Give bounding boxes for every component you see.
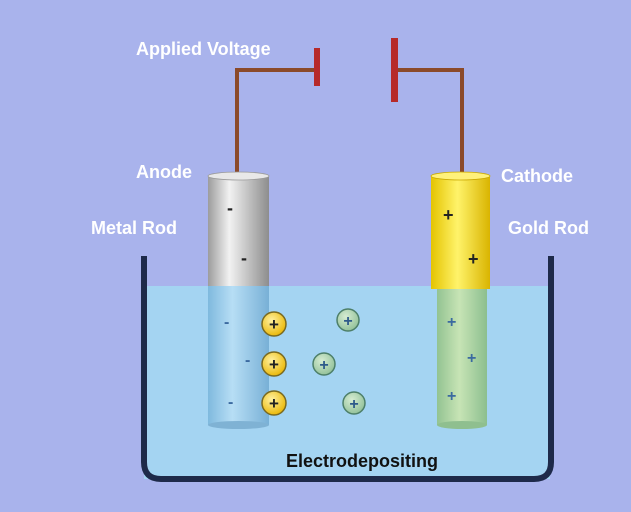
anode-charge-3: - <box>224 314 229 331</box>
gold-ion-charge: + <box>319 357 328 374</box>
gold-ion-charge: + <box>343 313 352 330</box>
cathode-charge-1: + <box>443 205 454 225</box>
cathode-rod-upper <box>431 176 490 289</box>
cathode-rod-top <box>430 171 491 181</box>
battery-plate-long <box>391 38 398 102</box>
cathode-rod-bottom <box>437 421 487 429</box>
cathode-wire <box>392 68 464 178</box>
anode-charge-5: - <box>228 394 233 411</box>
anode-rod-bottom <box>208 421 269 429</box>
gold-ion-charge: + <box>349 396 358 413</box>
metal-ion-charge: + <box>269 394 279 413</box>
anode-charge-2: - <box>241 248 247 268</box>
cathode-charge-5: + <box>447 388 456 405</box>
cathode-charge-2: + <box>468 249 479 269</box>
anode-rod-top <box>207 171 270 181</box>
anode-label: Anode <box>136 162 192 182</box>
metal-ion: + <box>261 311 287 337</box>
metal-ion: + <box>261 351 287 377</box>
anode-charge-4: - <box>245 352 250 369</box>
metal-rod-label: Metal Rod <box>91 218 177 238</box>
gold-ion: + <box>342 391 366 415</box>
metal-ion-charge: + <box>269 355 279 374</box>
cathode-charge-4: + <box>467 350 476 367</box>
applied-voltage-label: Applied Voltage <box>136 39 271 59</box>
cathode-charge-3: + <box>447 314 456 331</box>
battery-plate-short <box>314 48 320 86</box>
beaker <box>141 256 554 482</box>
cathode-label: Cathode <box>501 166 573 186</box>
anode-rod-upper <box>208 176 269 286</box>
anode-charge-1: - <box>227 198 233 218</box>
anode-wire <box>235 68 316 178</box>
gold-ion: + <box>312 352 336 376</box>
cathode-rod-submerged <box>437 289 487 425</box>
electrodepositing-caption: Electrodepositing <box>286 451 438 471</box>
metal-ion-charge: + <box>269 315 279 334</box>
anode-rod-submerged <box>208 286 269 425</box>
gold-ion: + <box>336 308 360 332</box>
metal-ion: + <box>261 390 287 416</box>
gold-rod-label: Gold Rod <box>508 218 589 238</box>
